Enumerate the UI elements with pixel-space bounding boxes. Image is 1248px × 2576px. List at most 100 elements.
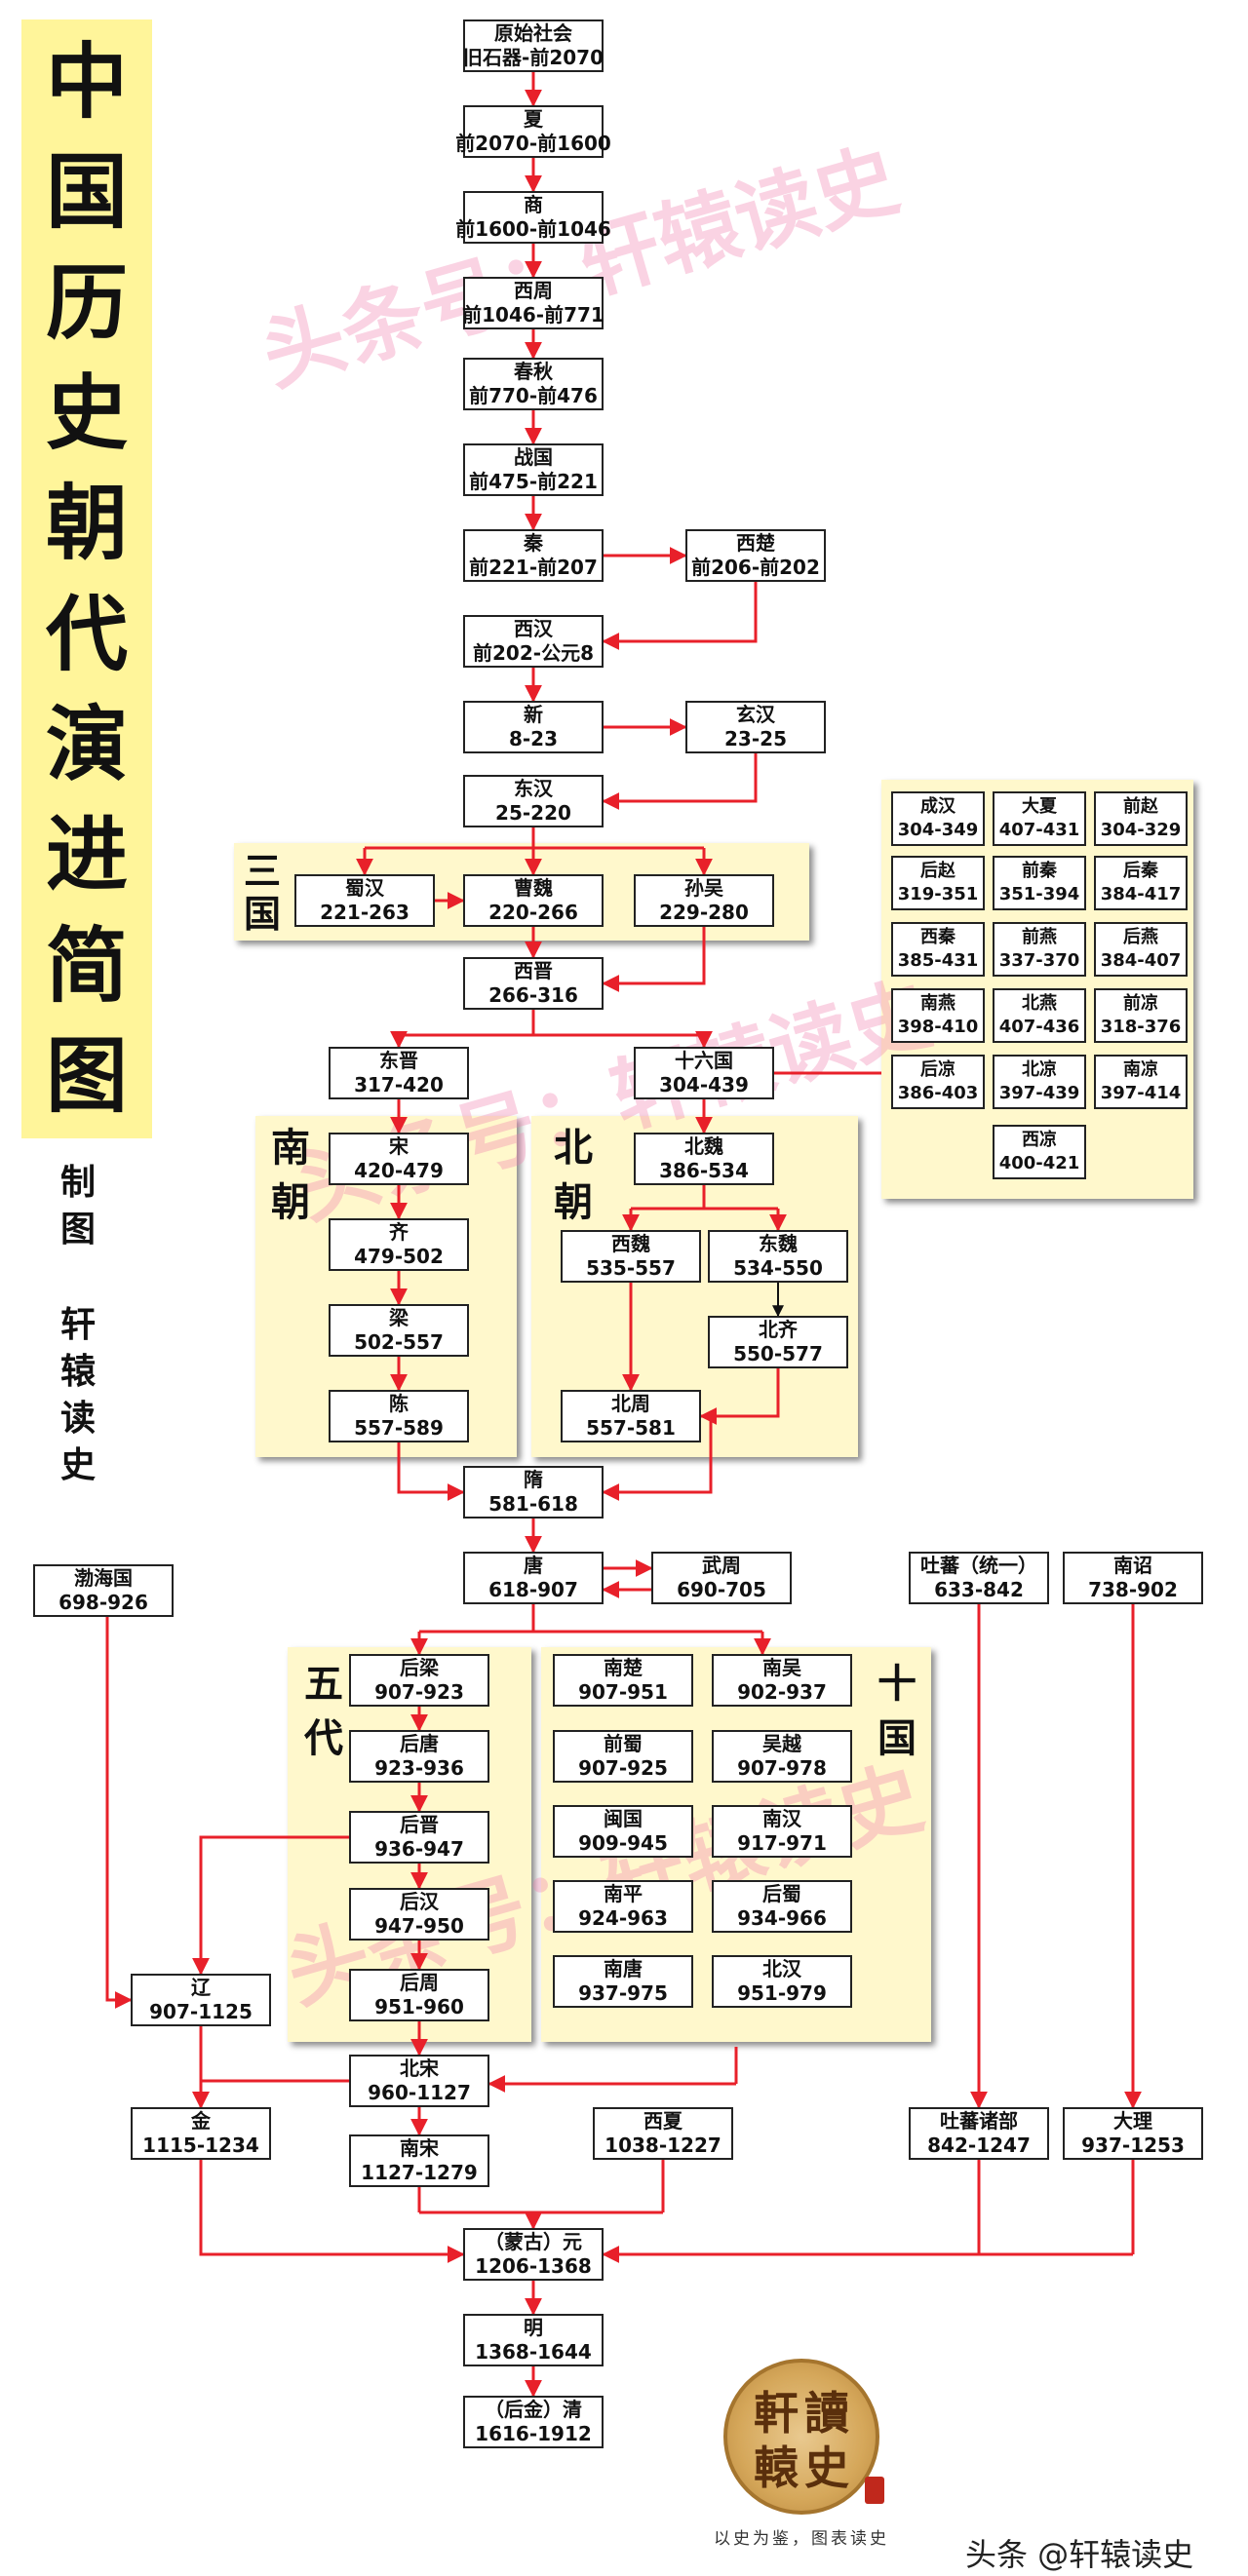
credit-char: 轩	[60, 1305, 97, 1345]
brand-seal-logo: 軒讀轅史	[723, 2359, 879, 2515]
dynasty-name: 后唐	[400, 1732, 439, 1755]
title-char: 简	[45, 917, 128, 1014]
dynasty-name: 大理	[1113, 2109, 1152, 2133]
dynasty-name: 战国	[514, 445, 553, 469]
dynasty-name: 西晋	[514, 959, 553, 982]
title-char: 代	[45, 586, 128, 682]
dynasty-name: 北周	[611, 1392, 650, 1415]
dynasty-years: 479-502	[354, 1245, 444, 1268]
dynasty-years: 407-431	[998, 820, 1080, 840]
dynasty-name: 北宋	[400, 2057, 439, 2080]
dynasty-years: 420-479	[354, 1159, 444, 1182]
dynasty-years: 535-557	[586, 1256, 676, 1280]
dynasty-name: 后梁	[400, 1656, 439, 1679]
dynasty-node-qin: 秦前221-前207	[463, 529, 604, 582]
dynasty-node-yuanshi: 原始社会旧石器-前2070	[463, 19, 604, 72]
credit-char: 读	[60, 1399, 97, 1439]
dynasty-years: 1038-1227	[604, 2134, 722, 2157]
dynasty-years: 400-421	[998, 1153, 1080, 1173]
dynasty-name: 吐蕃（统一）	[920, 1554, 1037, 1577]
dynasty-node-shang: 商前1600-前1046	[455, 191, 611, 244]
dynasty-name: 南凉	[1123, 1059, 1158, 1080]
arrow-52	[105, 1617, 133, 2009]
dynasty-name: 北燕	[1022, 993, 1057, 1014]
dynasty-name: 明	[524, 2316, 543, 2339]
dynasty-name: 秦	[524, 531, 543, 555]
dynasty-name: 后凉	[920, 1059, 956, 1080]
dynasty-years: 前2070-前1600	[455, 132, 611, 155]
dynasty-years: 907-923	[374, 1680, 464, 1704]
dynasty-years: 385-431	[897, 950, 979, 971]
dynasty-name: 吴越	[762, 1732, 801, 1755]
region-label-char: 三	[244, 850, 282, 893]
dynasty-node-xihan: 西汉前202-公元8	[463, 615, 604, 668]
dynasty-years: 909-945	[578, 1831, 668, 1855]
region-label-char: 朝	[554, 1180, 593, 1225]
dynasty-node-zhanguo: 战国前475-前221	[463, 443, 604, 496]
dynasty-name: 吐蕃诸部	[940, 2109, 1018, 2133]
dynasty-name: 武周	[702, 1554, 741, 1577]
dynasty-years: 前221-前207	[469, 556, 598, 579]
dynasty-years: 923-936	[374, 1756, 464, 1780]
dynasty-years: 386-403	[897, 1083, 979, 1103]
dynasty-years: 633-842	[934, 1578, 1024, 1601]
dynasty-years: 397-414	[1100, 1083, 1182, 1103]
dynasty-name: 东汉	[514, 777, 553, 800]
dynasty-name: 十六国	[675, 1049, 733, 1072]
dynasty-years: 618-907	[488, 1578, 578, 1601]
dynasty-years: 229-280	[659, 901, 749, 924]
region-label-char: 代	[304, 1716, 343, 1761]
dynasty-node-chunqiu: 春秋前770-前476	[463, 358, 604, 410]
brand-handle: 头条 @轩辕读史	[965, 2536, 1194, 2573]
dynasty-years: 384-407	[1100, 950, 1182, 971]
dynasty-name: 南宋	[400, 2136, 439, 2160]
dynasty-years: 960-1127	[368, 2081, 471, 2104]
seal-char: 軒	[754, 2387, 799, 2440]
dynasty-years: 407-436	[998, 1017, 1080, 1037]
dynasty-name: 曹魏	[514, 876, 553, 900]
dynasty-years: 1206-1368	[475, 2254, 592, 2278]
dynasty-name: 原始社会	[494, 21, 572, 45]
seal-char: 轅	[754, 2441, 799, 2494]
dynasty-name: 南唐	[604, 1957, 643, 1980]
dynasty-years: 317-420	[354, 1073, 444, 1096]
dynasty-name: 南汉	[762, 1807, 801, 1830]
dynasty-name: 前蜀	[604, 1732, 643, 1755]
dynasty-name: 后赵	[920, 861, 956, 881]
dynasty-name: 闽国	[604, 1807, 643, 1830]
dynasty-name: 北凉	[1022, 1059, 1057, 1080]
dynasty-name: 南诏	[1113, 1554, 1152, 1577]
region-label-wudai: 五代	[304, 1657, 343, 1766]
dynasty-years: 534-550	[733, 1256, 823, 1280]
dynasty-years: 1616-1912	[475, 2422, 592, 2445]
region-label-char: 朝	[271, 1180, 310, 1225]
dynasty-node-beiyan: 北燕 407-436	[993, 988, 1086, 1043]
dynasty-years: 917-971	[737, 1831, 827, 1855]
dynasty-years: 旧石器-前2070	[463, 46, 604, 69]
